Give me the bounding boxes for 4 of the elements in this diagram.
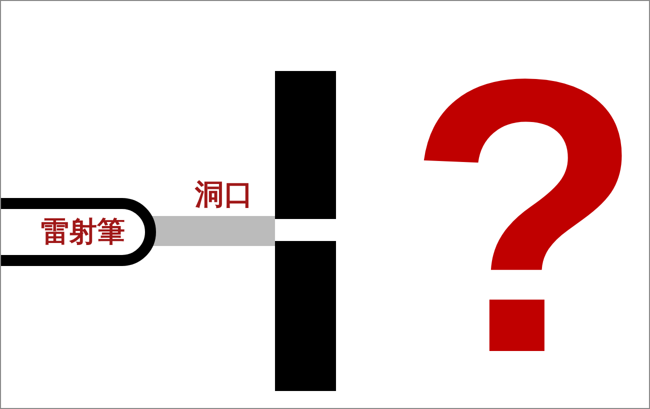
hole-label: 洞口 <box>195 176 253 213</box>
laser-pointer <box>1 198 156 266</box>
pointer-label: 雷射筆 <box>41 214 125 250</box>
question-mark: ? <box>406 21 644 408</box>
